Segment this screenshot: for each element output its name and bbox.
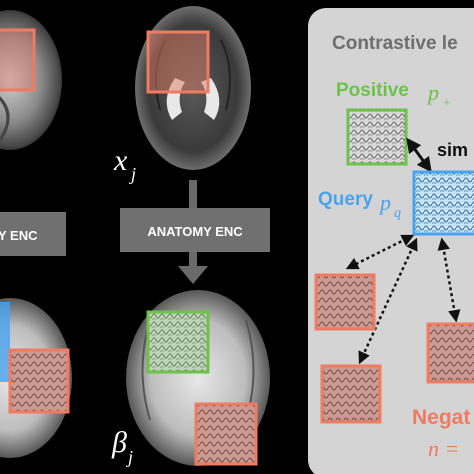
negative-label: Negat [412,406,470,429]
brain-t1-top [0,10,62,150]
positive-var-sub: + [442,96,451,111]
output-var-beta-sub: j [126,447,133,467]
middle-column: x j ANATOMY ENC β j [111,6,270,467]
query-label: Query [318,189,373,210]
positive-label: Positive [336,80,409,101]
query-patch [412,170,474,236]
output-var-beta: β [111,426,127,459]
negative-patch-1 [314,273,376,331]
query-var-sub: q [394,206,401,221]
positive-patch [346,108,408,166]
left-column: Y ENC [0,10,72,458]
n-label: n = [428,436,459,461]
negative-source-patch-box [194,402,258,466]
panel-title: Contrastive le [332,33,458,54]
negative-patch-2 [320,364,382,424]
positive-source-patch-box [146,310,210,374]
neg-arrow-3 [437,237,461,323]
input-var-x-sub: j [129,164,136,184]
sim-label: sim [437,140,468,160]
left-top-patch-box [0,28,36,92]
query-source-patch-box [146,30,210,94]
contrastive-panel: Contrastive le Positive p + sim Query p … [308,8,474,474]
left-encoder-label: Y ENC [0,228,38,243]
down-arrow-head [178,266,208,284]
negative-patch-3 [426,322,474,384]
neg-arrow-2 [358,237,418,365]
positive-var: p [426,80,439,105]
query-var: p [378,190,391,215]
negative-arrows [345,234,461,365]
input-var-x: x [113,144,128,177]
anatomy-encoder-box [120,208,270,252]
left-encoder-box [0,212,66,256]
anatomy-encoder-label: ANATOMY ENC [147,224,243,239]
sim-arrow [406,137,432,173]
left-bottom-patch-box [8,348,70,414]
